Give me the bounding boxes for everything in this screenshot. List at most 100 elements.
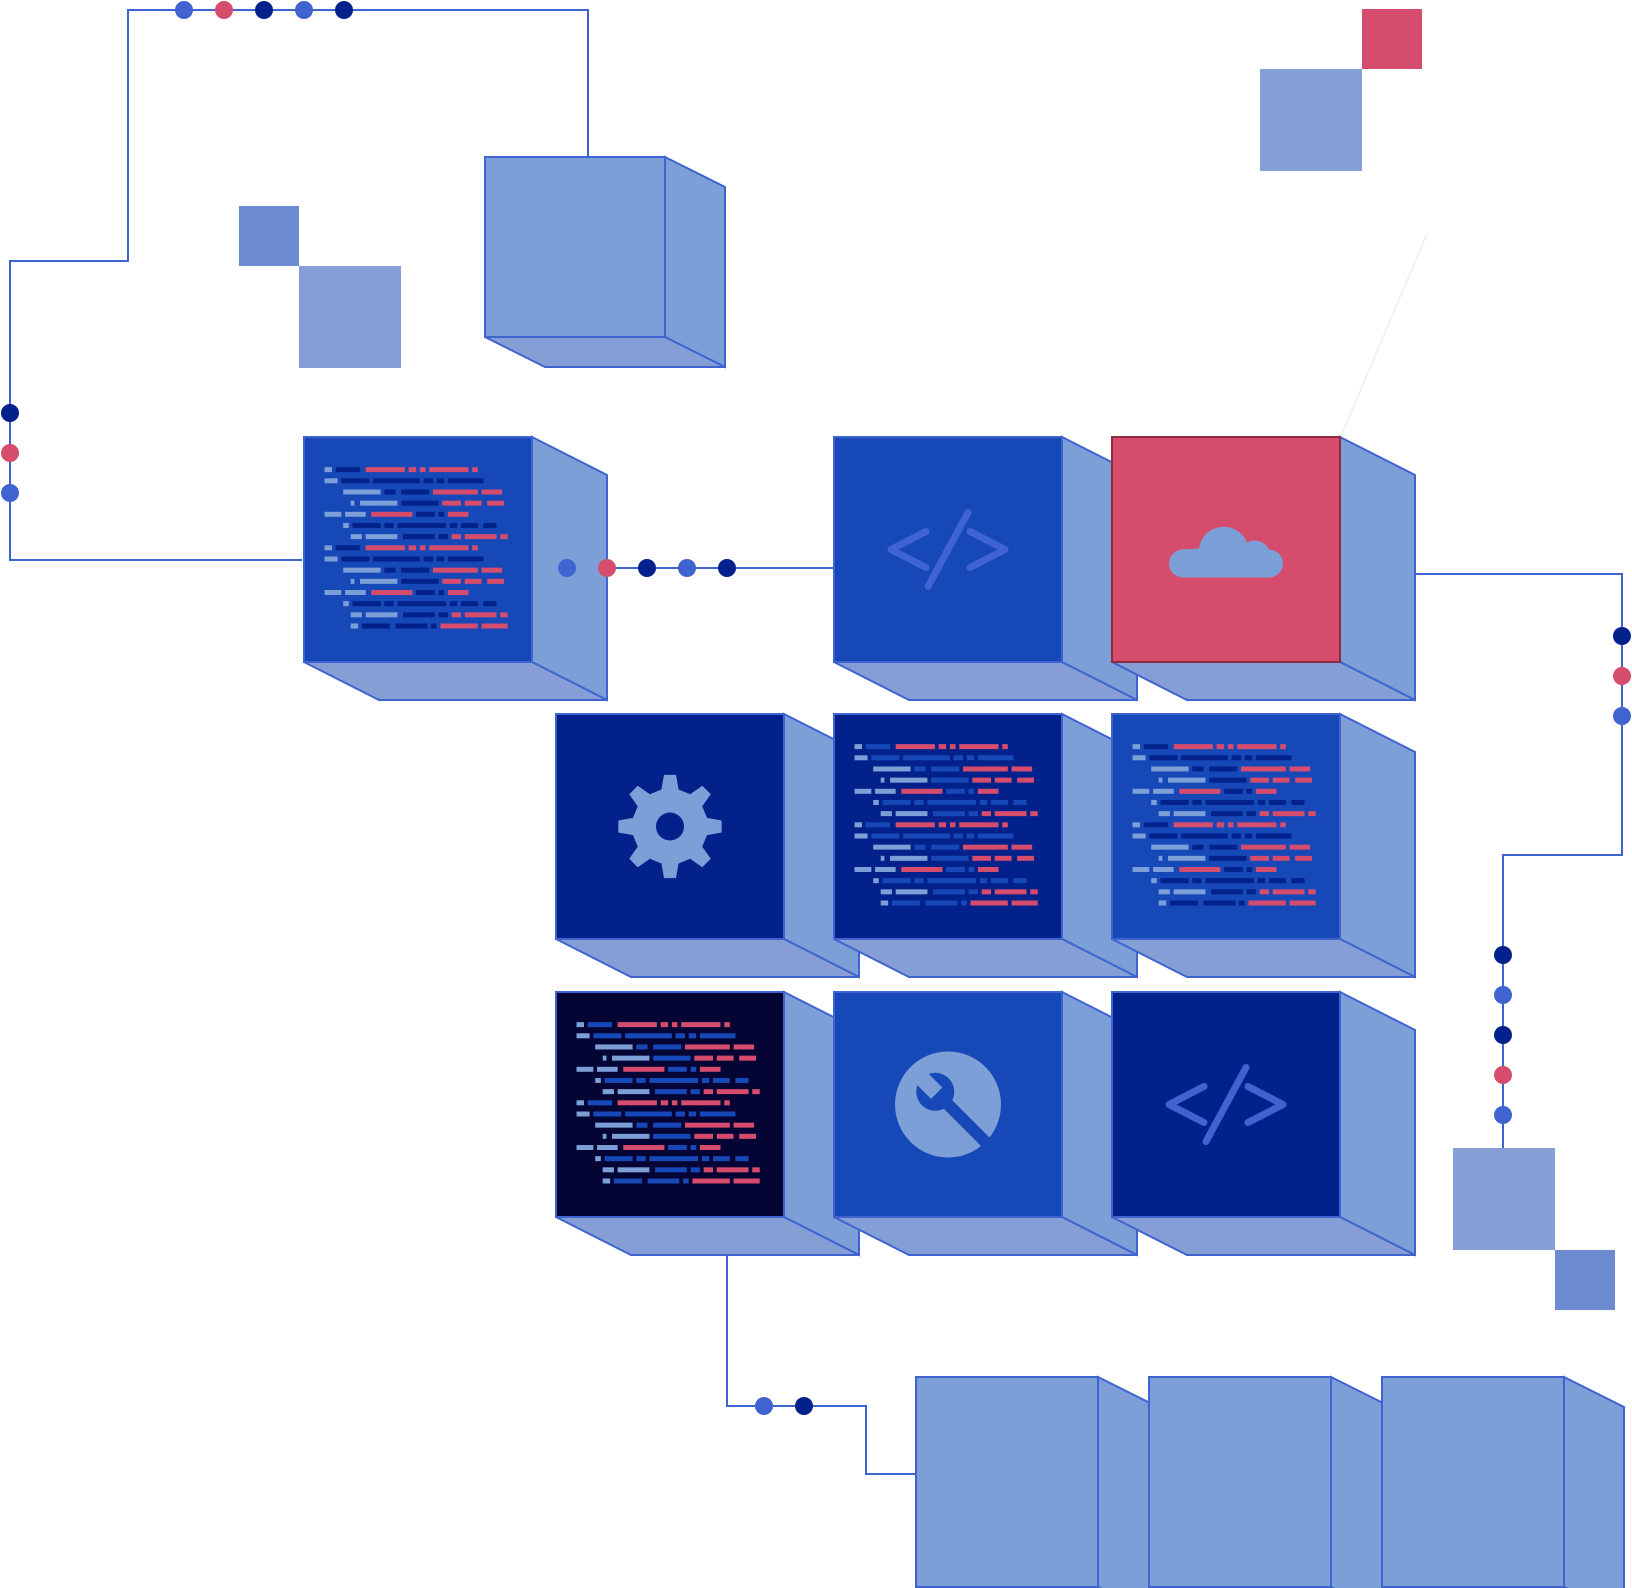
code-segment xyxy=(1308,811,1316,817)
decorative-squares xyxy=(239,9,1615,1310)
code-segment xyxy=(429,545,469,551)
code-segment xyxy=(903,833,950,839)
code-segment xyxy=(739,1055,757,1061)
cube-side xyxy=(664,155,726,369)
cube-face xyxy=(1148,1376,1332,1588)
code-segment xyxy=(901,866,943,872)
code-segment xyxy=(1269,878,1286,884)
code-segment xyxy=(914,878,924,884)
code-segment xyxy=(688,1033,697,1039)
code-segment xyxy=(880,900,889,906)
code-segment xyxy=(1192,844,1204,850)
connector-dot-red xyxy=(215,1,233,19)
code-segment xyxy=(350,623,359,629)
cloud-icon xyxy=(1169,526,1283,578)
code-segment xyxy=(395,623,428,629)
code-segment xyxy=(447,478,484,484)
code-segment xyxy=(927,878,977,884)
code-segment xyxy=(438,612,448,618)
code-segment xyxy=(324,589,342,595)
connector-dot-light xyxy=(1494,986,1512,1004)
code-segment xyxy=(970,900,1008,906)
code-segment xyxy=(914,799,924,805)
code-segment xyxy=(602,1055,607,1061)
code-segment xyxy=(408,467,417,473)
code-segment xyxy=(373,478,420,484)
code-segment xyxy=(931,766,960,772)
code-segment xyxy=(649,1156,699,1162)
bracket-left xyxy=(1165,1083,1208,1126)
cube-gear xyxy=(555,712,860,979)
code-segment xyxy=(636,1077,646,1083)
cube-code-listing-2 xyxy=(833,712,1138,979)
code-segment xyxy=(483,522,497,528)
code-segment xyxy=(692,1178,730,1184)
code-segment xyxy=(576,1144,594,1150)
code-segment xyxy=(875,788,896,794)
square-mid xyxy=(1555,1250,1615,1310)
cube-side xyxy=(1339,712,1416,979)
code-segment xyxy=(703,1089,714,1095)
code-segment xyxy=(865,744,891,750)
cube-code-listing-1 xyxy=(303,435,608,702)
code-segment xyxy=(612,1133,650,1139)
code-segment xyxy=(597,1144,618,1150)
code-segment xyxy=(895,822,935,828)
code-segment xyxy=(724,1100,730,1106)
code-segment xyxy=(994,855,1012,861)
code-segment xyxy=(735,1156,749,1162)
code-segment xyxy=(1151,766,1189,772)
code-lines-icon xyxy=(854,744,1038,906)
code-segment xyxy=(451,612,462,618)
code-segment xyxy=(681,1100,721,1106)
code-segment xyxy=(1149,755,1178,761)
code-segment xyxy=(1205,878,1255,884)
code-segment xyxy=(671,1100,678,1106)
code-segment xyxy=(587,1022,613,1028)
code-segment xyxy=(1237,744,1277,750)
code-segment xyxy=(699,1144,721,1150)
code-segment xyxy=(684,1044,730,1050)
code-segment xyxy=(365,534,398,540)
code-segment xyxy=(994,777,1012,783)
dots-middle xyxy=(558,559,736,577)
code-segment xyxy=(949,822,956,828)
code-segment xyxy=(361,623,390,629)
code-segment xyxy=(401,578,439,584)
code-segment xyxy=(854,755,868,761)
code-segment xyxy=(1205,799,1255,805)
code-segment xyxy=(895,889,928,895)
code-segment xyxy=(1224,866,1243,872)
code-segment xyxy=(1250,777,1270,783)
code-segment xyxy=(931,777,969,783)
code-segment xyxy=(464,500,482,506)
code-segment xyxy=(690,1089,700,1095)
code-segment xyxy=(1132,833,1146,839)
code-segment xyxy=(595,1044,633,1050)
code-segment xyxy=(699,1111,736,1117)
code-segment xyxy=(350,612,362,618)
code-segment xyxy=(352,601,381,607)
code-lines-icon xyxy=(1132,744,1316,906)
cube-code-brackets-1 xyxy=(833,435,1138,702)
code-segment xyxy=(1272,855,1290,861)
code-segment xyxy=(1231,833,1241,839)
cube-code-listing-3 xyxy=(1111,712,1416,979)
code-segment xyxy=(979,799,988,805)
code-segment xyxy=(1160,878,1189,884)
code-segment xyxy=(713,1077,730,1083)
code-segment xyxy=(1132,788,1150,794)
connector-dot-light xyxy=(755,1397,773,1415)
code-segment xyxy=(1002,744,1008,750)
code-segment xyxy=(968,889,978,895)
code-segment xyxy=(966,755,975,761)
code-segment xyxy=(873,878,879,884)
square-light xyxy=(1260,69,1362,171)
code-segment xyxy=(690,1144,697,1150)
code-segment xyxy=(925,900,958,906)
code-segment xyxy=(1295,777,1313,783)
code-segment xyxy=(865,822,891,828)
code-segment xyxy=(891,900,920,906)
cube-face xyxy=(1381,1376,1565,1588)
code-segment xyxy=(1231,755,1241,761)
